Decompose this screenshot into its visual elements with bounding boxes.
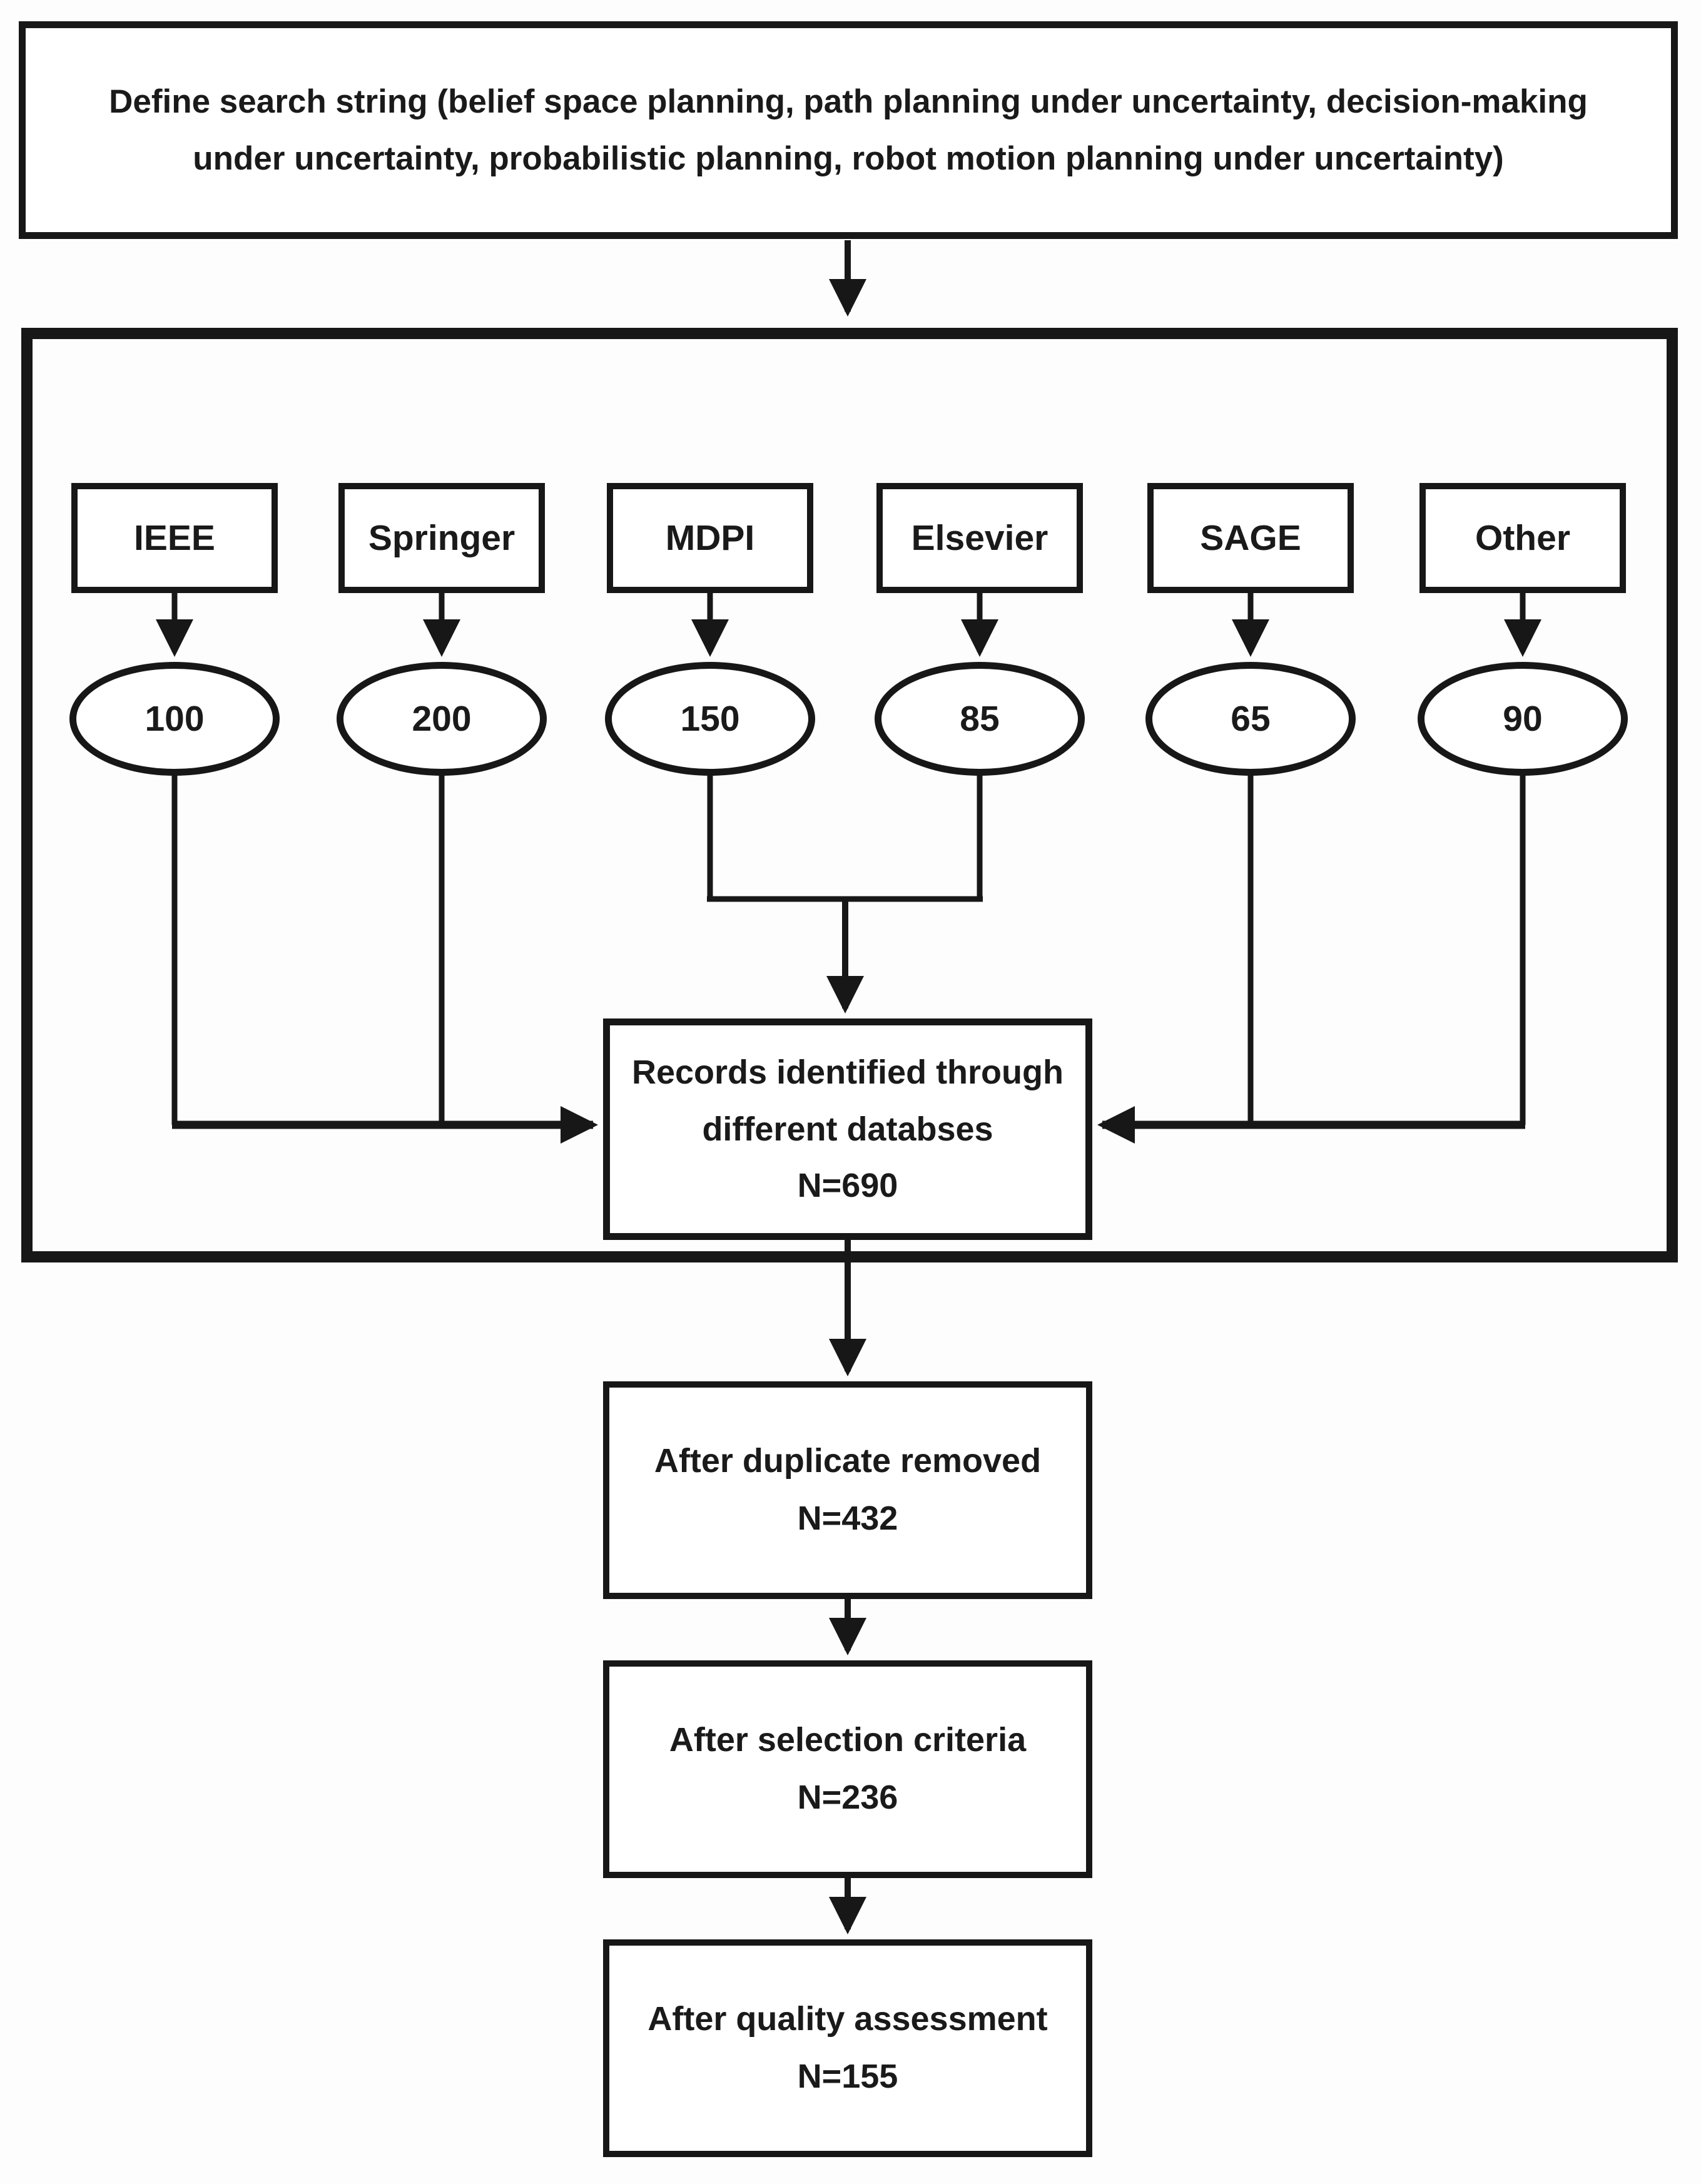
- count-value: 65: [1231, 699, 1271, 739]
- database-box-other: Other: [1419, 483, 1626, 593]
- search-string-line1: Define search string (belief space plann…: [109, 83, 1588, 120]
- database-label: IEEE: [134, 518, 215, 558]
- count-ellipse-sage: 65: [1145, 662, 1356, 776]
- stage-label: After selection criteria: [669, 1721, 1027, 1759]
- stage-box-selection-criteria: After selection criteria N=236: [603, 1660, 1092, 1878]
- stage-count: N=432: [797, 1500, 898, 1537]
- database-label: Springer: [368, 518, 515, 558]
- database-box-springer: Springer: [338, 483, 545, 593]
- count-ellipse-elsevier: 85: [875, 662, 1085, 776]
- stage-label: After duplicate removed: [654, 1442, 1042, 1480]
- count-value: 100: [145, 699, 205, 739]
- database-box-ieee: IEEE: [71, 483, 278, 593]
- stage-count: N=155: [797, 2058, 898, 2095]
- count-ellipse-springer: 200: [337, 662, 547, 776]
- count-ellipse-mdpi: 150: [605, 662, 815, 776]
- records-count: N=690: [797, 1167, 898, 1205]
- count-value: 200: [412, 699, 472, 739]
- database-box-mdpi: MDPI: [607, 483, 813, 593]
- records-line1: Records identified through: [631, 1053, 1064, 1091]
- count-value: 90: [1503, 699, 1543, 739]
- records-identified-box: Records identified through different dat…: [603, 1018, 1092, 1240]
- stage-box-quality-assessment: After quality assessment N=155: [603, 1939, 1092, 2157]
- stage-count: N=236: [797, 1779, 898, 1816]
- database-label: Other: [1475, 518, 1571, 558]
- database-label: Elsevier: [911, 518, 1049, 558]
- count-ellipse-ieee: 100: [69, 662, 280, 776]
- count-value: 150: [680, 699, 740, 739]
- search-string-line2: under uncertainty, probabilistic plannin…: [193, 140, 1504, 177]
- records-line2: different databses: [702, 1110, 993, 1148]
- database-search-container: [21, 328, 1678, 1262]
- database-label: MDPI: [665, 518, 755, 558]
- count-ellipse-other: 90: [1418, 662, 1628, 776]
- database-label: SAGE: [1200, 518, 1301, 558]
- stage-label: After quality assessment: [647, 2000, 1048, 2038]
- database-box-sage: SAGE: [1147, 483, 1354, 593]
- search-string-box: Define search string (belief space plann…: [19, 21, 1678, 239]
- count-value: 85: [960, 699, 1000, 739]
- database-box-elsevier: Elsevier: [876, 483, 1083, 593]
- stage-box-duplicate-removed: After duplicate removed N=432: [603, 1381, 1092, 1599]
